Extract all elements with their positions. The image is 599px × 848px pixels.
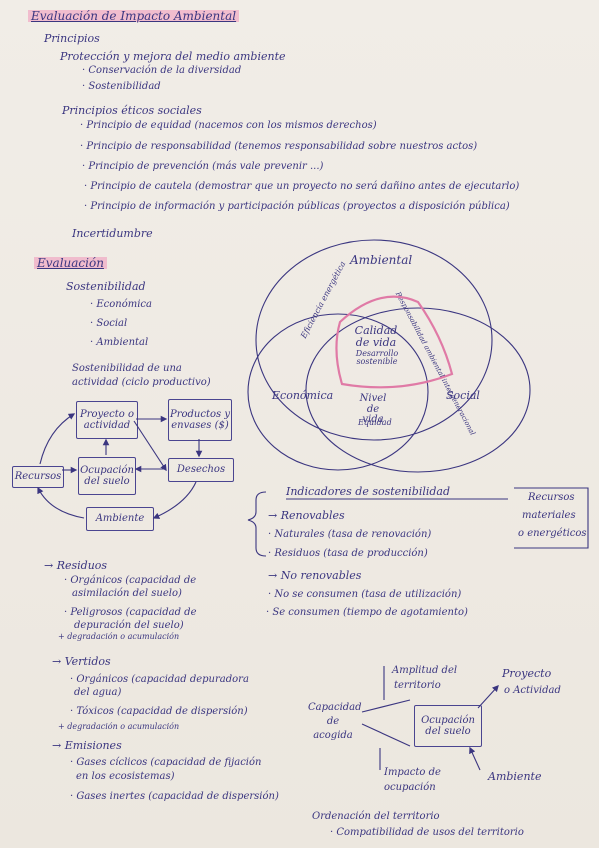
residuos-organicos: asimilación del suelo) xyxy=(72,588,182,599)
medio-item: · Conservación de la diversidad xyxy=(82,65,242,76)
page-title: Evaluación de Impacto Ambiental xyxy=(28,10,240,22)
venn-desarrollo: Desarrollo sostenible xyxy=(355,349,399,367)
emisiones-inertes: · Gases inertes (capacidad de dispersión… xyxy=(70,791,279,802)
ordenacion-heading: Ordenación del territorio xyxy=(312,811,440,822)
emisiones-ciclicos: · Gases cíclicos (capacidad de fijación xyxy=(70,757,262,768)
amplitud-line: territorio xyxy=(394,680,441,691)
naturales: · Naturales (tasa de renovación) xyxy=(268,529,432,540)
residuos-degradacion: + degradación o acumulación xyxy=(58,632,180,641)
eticos-heading: Principios éticos sociales xyxy=(62,104,202,117)
proyecto-line: o Actividad xyxy=(504,685,561,696)
eticos-item: · Principio de responsabilidad (tenemos … xyxy=(80,141,478,152)
eticos-item: · Principio de cautela (demostrar que un… xyxy=(84,181,520,192)
no-renovables: → No renovables xyxy=(268,569,362,582)
capacidad-line: de xyxy=(326,716,340,727)
principios-heading: Principios xyxy=(44,32,100,45)
no-consumen: · No se consumen (tasa de utilización) xyxy=(268,589,462,600)
vertidos-toxicos: · Tóxicos (capacidad de dispersión) xyxy=(70,706,248,717)
sostenibilidad-item: · Social xyxy=(90,318,128,329)
residuos-peligrosos: depuración del suelo) xyxy=(74,620,184,631)
venn-calidad: Calidad de vida xyxy=(354,324,398,349)
venn-economica: Económica xyxy=(272,389,334,402)
vertidos-heading: → Vertidos xyxy=(52,655,111,668)
vertidos-organicos: del agua) xyxy=(74,687,122,698)
ocupacion-suelo-box: Ocupación del suelo xyxy=(414,705,482,747)
medio-item: · Sostenibilidad xyxy=(82,81,161,92)
recursos-box-line: o energéticos xyxy=(518,528,587,539)
emisiones-heading: → Emisiones xyxy=(52,739,122,752)
cycle-proyecto-box: Proyecto o actividad xyxy=(76,401,138,439)
cycle-ambiente-box: Ambiente xyxy=(86,507,154,531)
indicadores-heading: Indicadores de sostenibilidad xyxy=(286,485,451,498)
sostenibilidad-heading: Sostenibilidad xyxy=(66,280,146,293)
capacidad-line: acogida xyxy=(313,730,353,741)
medio-heading: Protección y mejora del medio ambiente xyxy=(60,50,286,63)
cycle-desechos-box: Desechos xyxy=(168,458,234,482)
cycle-recursos-box: Recursos xyxy=(12,466,64,488)
eticos-item: · Principio de equidad (nacemos con los … xyxy=(80,120,377,131)
compatibilidad: · Compatibilidad de usos del territorio xyxy=(330,827,524,838)
cycle-productos-box: Productos y envases ($) xyxy=(168,399,232,441)
recursos-box-line: Recursos xyxy=(528,492,575,503)
capacidad-line: Capacidad xyxy=(308,702,362,713)
sostenibilidad-item: · Económica xyxy=(90,299,152,310)
vertidos-degradacion: + degradación o acumulación xyxy=(58,722,180,731)
sostenibilidad-item: · Ambiental xyxy=(90,337,149,348)
vertidos-organicos: · Orgánicos (capacidad depuradora xyxy=(70,674,249,685)
actividad-line: actividad (ciclo productivo) xyxy=(72,377,211,388)
residuos-tasa: · Residuos (tasa de producción) xyxy=(268,548,428,559)
impacto-line: Impacto de xyxy=(384,767,441,778)
cycle-ocupacion-box: Ocupación del suelo xyxy=(78,457,136,495)
evaluacion-heading: Evaluación xyxy=(34,257,107,269)
consumen: · Se consumen (tiempo de agotamiento) xyxy=(266,607,468,618)
actividad-line: Sostenibilidad de una xyxy=(72,363,182,374)
venn-ambiental: Ambiental xyxy=(350,253,413,267)
incertidumbre: Incertidumbre xyxy=(72,227,153,240)
proyecto-line: Proyecto xyxy=(502,667,552,680)
venn-eficiencia: Eficiencia energética xyxy=(299,259,348,340)
eticos-item: · Principio de información y participaci… xyxy=(84,201,510,212)
recursos-box-line: materiales xyxy=(522,510,576,521)
residuos-heading: → Residuos xyxy=(44,559,108,572)
residuos-peligrosos: · Peligrosos (capacidad de xyxy=(64,607,197,618)
residuos-organicos: · Orgánicos (capacidad de xyxy=(64,575,197,586)
renovables: → Renovables xyxy=(268,509,345,522)
amplitud-line: Amplitud del xyxy=(392,665,458,676)
venn-responsabilidad: Responsabilidad ambiental intergeneracio… xyxy=(393,290,477,437)
territorio-ambiente: Ambiente xyxy=(488,770,542,783)
impacto-line: ocupación xyxy=(384,782,436,793)
venn-equidad: Equidad xyxy=(358,418,392,427)
eticos-item: · Principio de prevención (más vale prev… xyxy=(82,161,324,172)
emisiones-ciclicos: en los ecosistemas) xyxy=(76,771,175,782)
